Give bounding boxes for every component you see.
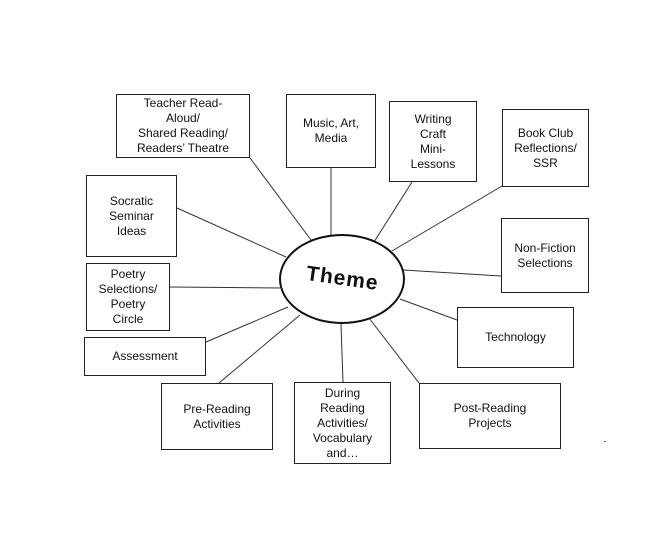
node-label-line: Technology <box>485 330 546 344</box>
node-label-line: Projects <box>468 416 512 430</box>
node-writing-craft: Writing Craft Mini- Lessons <box>389 101 477 182</box>
node-label-line: Vocabulary <box>312 430 373 445</box>
node-label-line: Reading <box>320 400 365 415</box>
connector-book-club <box>391 185 503 252</box>
node-label-line: Poetry <box>110 267 146 281</box>
theme-center-ellipse: Theme <box>279 234 405 324</box>
connector-assessment <box>205 306 289 343</box>
node-label-line: Assessment <box>112 349 178 363</box>
connector-technology <box>399 298 458 321</box>
node-music-art-media: Music, Art, Media <box>286 94 376 168</box>
connector-during-reading <box>340 323 344 383</box>
node-label-line: Readers’ Theatre <box>136 141 230 155</box>
node-label-line: Mini- <box>420 141 446 156</box>
node-poetry: Poetry Selections/ Poetry Circle <box>86 263 170 331</box>
theme-center-label: Theme <box>304 262 380 295</box>
node-label-line: Writing <box>414 111 452 126</box>
node-label-line: Pre-Reading <box>183 401 251 416</box>
node-label-line: Aloud/ <box>165 111 201 125</box>
node-label-line: and… <box>326 445 359 460</box>
node-label-line: Selections/ <box>98 282 158 296</box>
node-book-club: Book Club Reflections/ SSR <box>502 109 589 187</box>
node-pre-reading: Pre-Reading Activities <box>161 383 273 450</box>
node-technology: Technology <box>457 307 574 368</box>
connector-poetry <box>169 286 281 289</box>
connector-socratic-seminar <box>176 207 287 258</box>
node-during-reading: During Reading Activities/ Vocabulary an… <box>294 382 391 464</box>
node-label-line: Activities/ <box>317 415 368 430</box>
node-label-line: Craft <box>419 126 446 141</box>
node-label-line: Reflections/ <box>514 140 577 155</box>
connector-writing-craft <box>373 181 413 243</box>
node-label-line: Lessons <box>410 156 456 171</box>
node-label-line: Activities <box>193 416 241 431</box>
node-label-line: Poetry <box>110 297 146 311</box>
node-label-line: Circle <box>112 312 144 326</box>
node-label-line: Teacher Read- <box>143 96 223 110</box>
connector-pre-reading <box>218 314 301 384</box>
node-label-line: Seminar <box>109 208 154 223</box>
node-label-line: Socratic <box>109 193 154 208</box>
node-post-reading: Post-Reading Projects <box>419 383 561 449</box>
node-label-line: Media <box>314 131 348 145</box>
node-label-line: Selections <box>517 255 573 270</box>
connector-post-reading <box>368 317 420 384</box>
node-teacher-read-aloud: Teacher Read- Aloud/ Shared Reading/ Rea… <box>116 94 250 158</box>
connector-non-fiction <box>402 269 502 277</box>
node-label-line: Ideas <box>116 223 147 238</box>
node-label-line: Shared Reading/ <box>137 126 229 140</box>
connector-teacher-read-aloud <box>249 157 315 245</box>
node-label-line: Non-Fiction <box>514 240 576 255</box>
node-label-line: During <box>324 385 361 400</box>
node-label-line: Post-Reading <box>453 401 527 415</box>
scan-speck <box>604 441 606 442</box>
node-label-line: Book Club <box>517 125 574 140</box>
node-assessment: Assessment <box>84 337 206 376</box>
node-label-line: SSR <box>533 155 558 170</box>
node-non-fiction: Non-Fiction Selections <box>501 218 589 293</box>
node-label-line: Music, Art, <box>302 116 359 130</box>
node-socratic-seminar: Socratic Seminar Ideas <box>86 175 177 257</box>
